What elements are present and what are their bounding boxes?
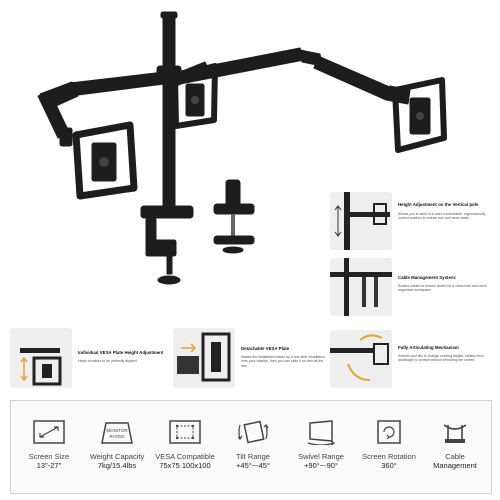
feature-title-height: Height Adjustment on the Vertical pole (398, 202, 479, 207)
feature-text-individual-vesa: Helps monitors to be perfectly aligned (78, 359, 137, 363)
feature-title-cable: Cable Management System: (398, 275, 457, 280)
spec-vesa: VESA Compatible 75x75 100x100 (155, 401, 215, 493)
individual-vesa-height-image (10, 328, 72, 388)
feature-text-detachable: Makes the installation easier by a one-t… (241, 355, 325, 368)
spec-value: Management (433, 461, 477, 470)
swivel-icon (307, 420, 336, 445)
feature-title-individual-vesa: Individual VESA Plate Height Adjustment (78, 350, 164, 355)
weight-icon: MONITOR RATED (101, 422, 133, 444)
spec-label: Tilt Range (236, 452, 270, 461)
spec-value: +90°~-90° (304, 461, 338, 470)
vesa-icon (169, 420, 201, 444)
spec-tilt: Tilt Range +45°~-45° (223, 401, 283, 493)
spec-label: Screen Rotation (362, 452, 416, 461)
feature-text-articulating: Swivels and tilts to change reading angl… (398, 354, 484, 363)
cable-management-image (330, 258, 392, 316)
spec-rotation: Screen Rotation 360° (359, 401, 419, 493)
feature-text-cable: Routes cables to reduce clutter for a cl… (398, 284, 487, 293)
spec-weight: MONITOR RATED Weight Capacity 7kg/15.4lb… (87, 401, 147, 493)
spec-bar: Screen Size 13"-27" MONITOR RATED Weight… (10, 400, 492, 494)
spec-value: +45°~-45° (236, 461, 270, 470)
spec-cable: Cable Management (425, 401, 485, 493)
spec-label: Swivel Range (298, 452, 344, 461)
spec-label: VESA Compatible (155, 452, 215, 461)
height-adjustment-image (330, 192, 392, 250)
tilt-icon (237, 420, 269, 444)
triple-monitor-arm-image (37, 11, 447, 285)
spec-swivel: Swivel Range +90°~-90° (291, 401, 351, 493)
cable-icon (443, 424, 467, 443)
articulating-mechanism-image (330, 330, 392, 388)
feature-title-articulating: Fully Articulating Mechanism (398, 345, 459, 350)
spec-label: Screen Size (28, 452, 70, 461)
badge-line1: MONITOR (106, 428, 128, 433)
spec-label: Weight Capacity (89, 452, 145, 461)
spec-value: 75x75 100x100 (159, 461, 211, 470)
feature-text-height: Allows you to work in a more comfortable… (398, 212, 486, 221)
detachable-vesa-plate-image (173, 328, 235, 388)
feature-title-detachable: Detachable VESA Plate (241, 346, 290, 351)
badge-line2: RATED (110, 434, 126, 439)
spec-value: 13"-27" (36, 461, 62, 470)
screen-size-icon (33, 420, 65, 444)
spec-label: Cable (445, 452, 465, 461)
spec-value: 7kg/15.4lbs (97, 461, 137, 470)
spec-screen-size: Screen Size 13"-27" (19, 401, 79, 493)
rotation-icon (377, 420, 401, 444)
spec-value: 360° (381, 461, 397, 470)
